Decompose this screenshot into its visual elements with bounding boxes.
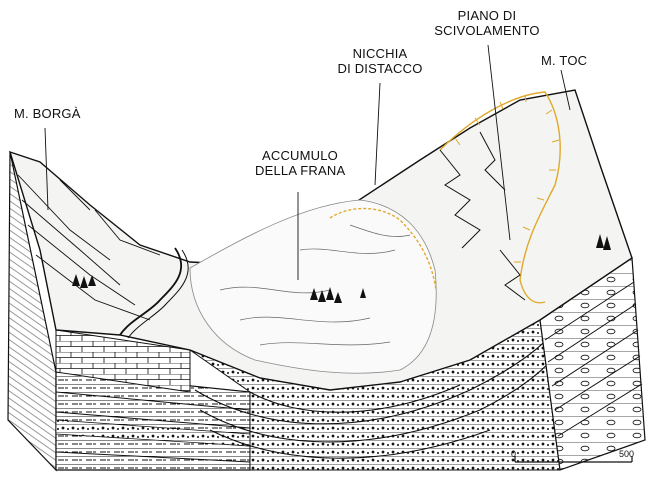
left-slope-hachures	[17, 174, 161, 321]
tree-cluster-right	[596, 234, 611, 250]
river	[119, 247, 183, 336]
label-accumulo-frana: ACCUMULO DELLA FRANA	[255, 148, 345, 178]
label-piano-line1: PIANO DI	[457, 8, 517, 23]
tree-cluster-center	[310, 287, 366, 303]
label-accumulo-line2: DELLA FRANA	[255, 163, 346, 178]
label-nicchia-line1: NICCHIA	[352, 46, 408, 61]
right-strata-lines	[544, 281, 643, 437]
landslide-accumulation	[189, 199, 437, 374]
fold-lines	[194, 329, 561, 459]
scale-max-label: 500	[619, 449, 635, 459]
scale-min-label: 0	[511, 449, 517, 459]
label-m-borga: M. BORGÀ	[14, 106, 81, 121]
detachment-niche-line	[329, 207, 437, 291]
scale-bar	[514, 456, 633, 463]
front-section-bricks	[55, 329, 191, 393]
label-nicchia-distacco: NICCHIA DI DISTACCO	[332, 46, 428, 76]
label-piano-scivolamento: PIANO DI SCIVOLAMENTO	[432, 8, 542, 38]
tree-cluster-left	[72, 274, 96, 288]
sliding-plane-teeth	[454, 94, 560, 263]
scarp-cliffs	[439, 131, 526, 301]
label-accumulo-line1: ACCUMULO	[262, 148, 338, 163]
label-nicchia-line2: DI DISTACCO	[337, 61, 423, 76]
leader-lines	[44, 44, 571, 280]
label-m-toc: M. TOC	[541, 53, 588, 68]
label-piano-line2: SCIVOLAMENTO	[434, 23, 540, 38]
accumulation-texture	[219, 224, 411, 346]
